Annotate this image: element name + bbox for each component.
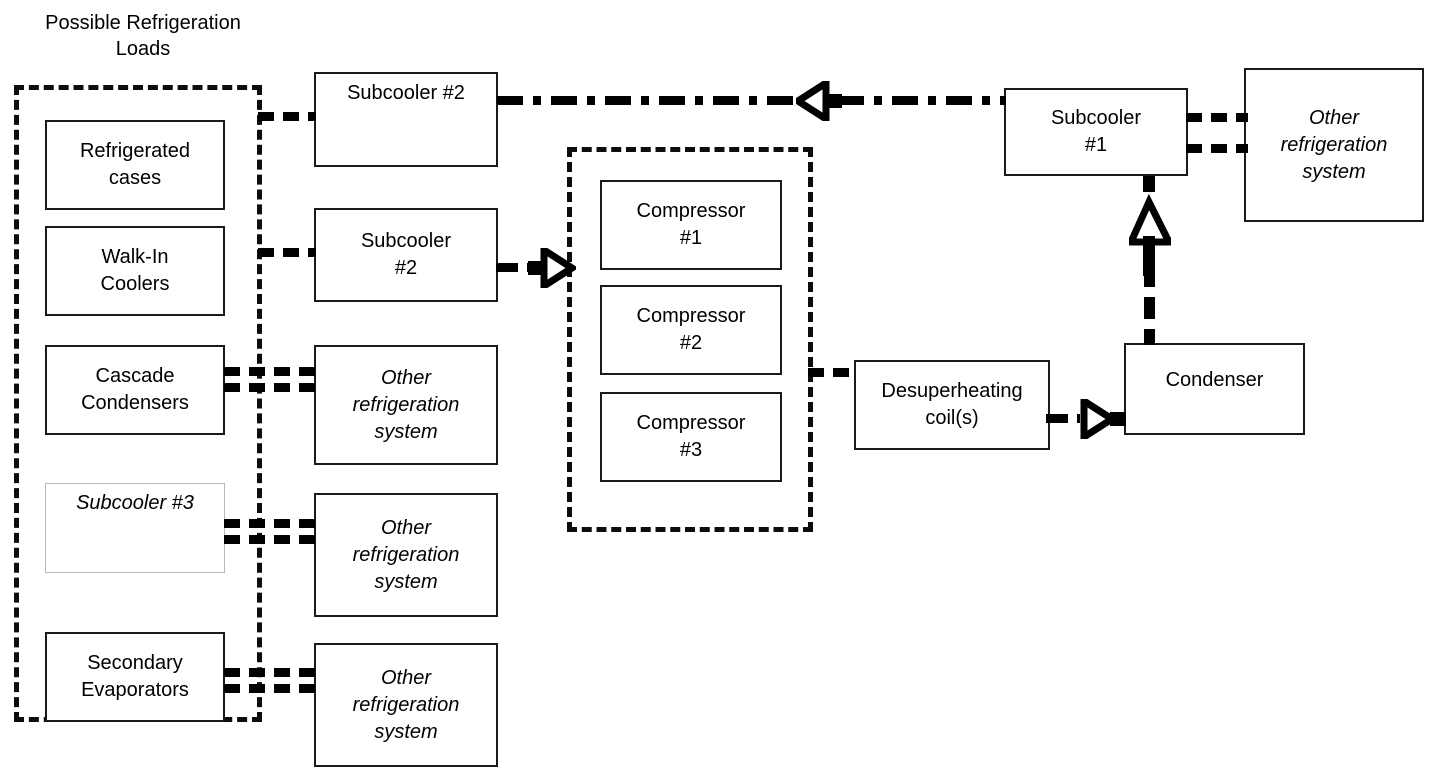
load-label: Refrigerated cases [79, 140, 191, 189]
node-label: Other refrigeration system [1280, 106, 1388, 183]
connector-compressors-to-desuperheating [808, 368, 858, 377]
connector-subcooler2-to-compressors [496, 263, 536, 272]
connector-condenser-to-subcooler1 [1144, 265, 1155, 345]
node-compressor-2[interactable]: Compressor #2 [600, 285, 782, 375]
load-box-secondary-evaporators[interactable]: Secondary Evaporators [45, 632, 225, 722]
arrow-head-up-to-subcooler1 [1129, 176, 1171, 276]
node-other-refrigeration-system-right[interactable]: Other refrigeration system [1244, 68, 1424, 222]
connector-desuperheating-to-condenser-stub [1046, 414, 1080, 423]
connector-loads-to-subcooler2-top [258, 112, 316, 121]
load-label: Subcooler #3 [76, 492, 194, 514]
load-label: Cascade Condensers [81, 365, 189, 414]
node-desuperheating-coils[interactable]: Desuperheating coil(s) [854, 360, 1050, 450]
arrow-head-left-to-subcooler2 [796, 81, 842, 121]
node-label: Subcooler #2 [360, 230, 452, 279]
connector-subcooler1-to-subcooler2-right [838, 96, 1006, 105]
load-label: Walk-In Coolers [100, 246, 170, 295]
node-other-refrigeration-system-2[interactable]: Other refrigeration system [314, 493, 498, 617]
node-subcooler-2-second[interactable]: Subcooler #2 [314, 208, 498, 302]
node-compressor-1[interactable]: Compressor #1 [600, 180, 782, 270]
node-label: Condenser [1165, 369, 1264, 391]
node-label: Compressor #1 [636, 200, 746, 249]
arrow-head-right-to-compressors [528, 248, 576, 288]
arrow-head-right-to-condenser [1070, 399, 1126, 439]
load-box-subcooler-3[interactable]: Subcooler #3 [45, 483, 225, 573]
node-subcooler-2-top[interactable]: Subcooler #2 [314, 72, 498, 167]
connector-subcooler1-to-other-b [1186, 144, 1248, 153]
connector-subcooler3-out-a [224, 519, 316, 528]
load-box-walk-in-coolers[interactable]: Walk-In Coolers [45, 226, 225, 316]
node-label: Compressor #2 [636, 305, 746, 354]
node-condenser[interactable]: Condenser [1124, 343, 1305, 435]
node-compressor-3[interactable]: Compressor #3 [600, 392, 782, 482]
load-box-refrigerated-cases[interactable]: Refrigerated cases [45, 120, 225, 210]
compressor-group-container [567, 147, 813, 532]
connector-subcooler1-to-other-a [1186, 113, 1248, 122]
page-title: Possible Refrigeration Loads [45, 12, 241, 60]
node-label: Compressor #3 [636, 412, 746, 461]
connector-subcooler1-to-subcooler2 [497, 96, 797, 105]
node-label: Subcooler #1 [1050, 107, 1142, 156]
connector-loads-to-subcooler2-second [258, 248, 316, 257]
connector-cascade-out-b [224, 383, 316, 392]
load-label: Secondary Evaporators [81, 652, 189, 701]
load-box-cascade-condensers[interactable]: Cascade Condensers [45, 345, 225, 435]
connector-cascade-out-a [224, 367, 316, 376]
connector-secondary-evap-out-b [224, 684, 316, 693]
connector-secondary-evap-out-a [224, 668, 316, 677]
node-label: Other refrigeration system [352, 666, 460, 743]
node-other-refrigeration-system-3[interactable]: Other refrigeration system [314, 643, 498, 767]
node-other-refrigeration-system-1[interactable]: Other refrigeration system [314, 345, 498, 465]
node-subcooler-1[interactable]: Subcooler #1 [1004, 88, 1188, 176]
node-label: Other refrigeration system [352, 366, 460, 443]
connector-subcooler3-out-b [224, 535, 316, 544]
node-label: Desuperheating coil(s) [881, 380, 1023, 429]
node-label: Other refrigeration system [352, 516, 460, 593]
node-label: Subcooler #2 [347, 82, 465, 104]
